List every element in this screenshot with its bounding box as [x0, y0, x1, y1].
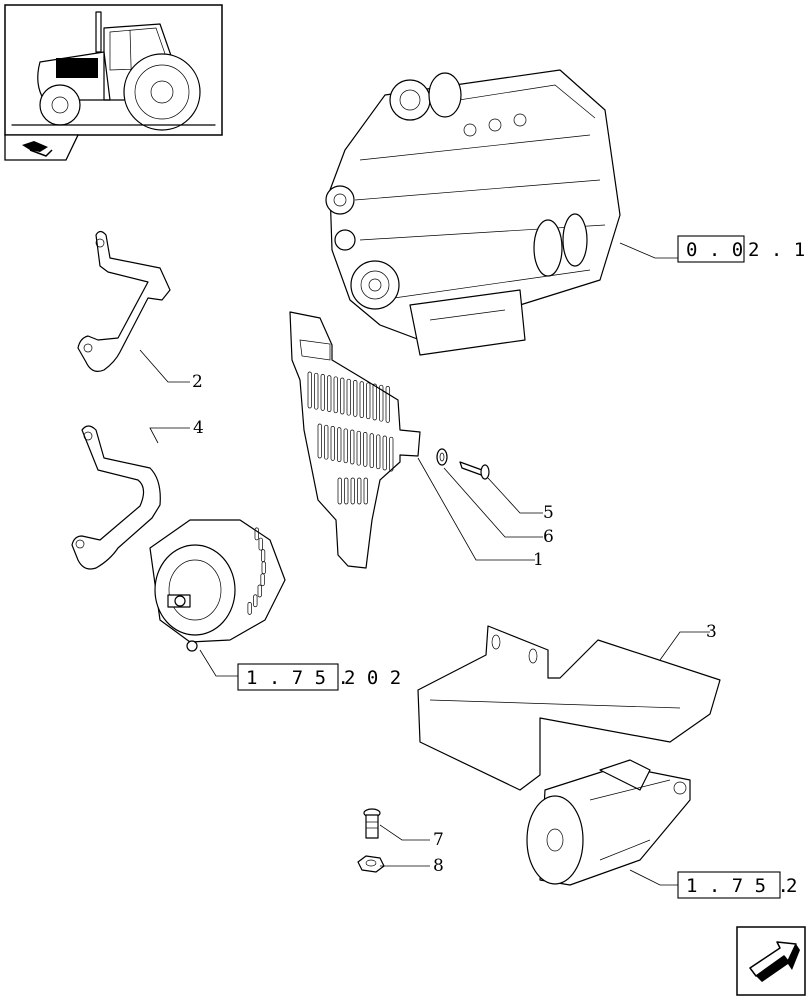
- ref-alternator-boxed: 1 . 7 5 .: [246, 667, 349, 689]
- callout-1: 1: [533, 550, 544, 570]
- vent-slot: [340, 377, 345, 415]
- ref-starter-suffix: 2: [786, 875, 797, 897]
- bracket-part-4: [71, 425, 161, 570]
- vent-slot: [359, 381, 364, 418]
- vent-slot: [317, 423, 322, 459]
- alternator: [149, 519, 286, 652]
- bolt-part-7: [363, 808, 381, 839]
- vent-slot: [337, 427, 342, 462]
- vent-slot: [320, 374, 325, 411]
- vent-slot: [346, 378, 351, 416]
- tractor-thumbnail-icon[interactable]: [4, 4, 223, 136]
- callout-8: 8: [433, 856, 444, 876]
- vent-slot: [257, 584, 262, 598]
- ref-engine[interactable]: 0 . 0 2 . 1: [677, 235, 805, 263]
- vent-slot: [337, 477, 342, 505]
- vent-slot: [366, 382, 371, 420]
- starter-motor: [526, 759, 691, 886]
- vent-slot: [307, 371, 312, 409]
- engine-assembly: [325, 69, 621, 356]
- vent-slot: [376, 434, 381, 470]
- vent-slot: [258, 537, 263, 551]
- nut-part-8: [357, 855, 385, 873]
- next-page-arrow-icon[interactable]: [736, 926, 806, 996]
- vent-slot: [363, 432, 368, 467]
- ref-alternator-suffix: 2 0 2: [344, 667, 401, 689]
- vent-slot: [260, 573, 265, 587]
- vent-slot: [333, 376, 338, 414]
- shield-plate-part-1: [289, 311, 421, 569]
- vent-slot: [372, 383, 377, 421]
- bracket-part-2: [77, 230, 171, 372]
- ref-engine-suffix: 2 . 1: [748, 239, 805, 261]
- ref-starter[interactable]: 1 . 7 5 . 2: [677, 871, 797, 899]
- vent-slot: [363, 477, 368, 505]
- vent-slot: [350, 477, 355, 505]
- vent-slot: [254, 527, 259, 541]
- heat-shield-part-3: [417, 625, 721, 791]
- washer-part-6: [436, 448, 448, 466]
- vent-slot: [330, 426, 335, 461]
- vent-slot: [389, 436, 394, 472]
- callout-4: 4: [193, 418, 204, 438]
- callout-7: 7: [433, 830, 444, 850]
- ref-alternator[interactable]: 1 . 7 5 . 2 0 2: [237, 663, 401, 691]
- vent-slot: [247, 602, 252, 615]
- vent-slot: [356, 430, 361, 466]
- callout-6: 6: [543, 527, 554, 547]
- callout-2: 2: [192, 372, 203, 392]
- vent-slot: [344, 477, 349, 505]
- ref-starter-boxed: 1 . 7 5 .: [686, 875, 789, 897]
- vent-slot: [385, 386, 390, 423]
- leader-lines: [139, 242, 710, 886]
- vent-slot: [324, 424, 329, 460]
- vent-slot: [379, 384, 384, 422]
- vent-slot: [369, 433, 374, 468]
- vent-slot: [353, 380, 358, 417]
- vent-slot: [357, 477, 362, 505]
- vent-slot: [350, 429, 355, 465]
- callout-5: 5: [543, 503, 554, 523]
- callout-labels: 1 2 3 4 5 6 7 8: [192, 372, 717, 876]
- vent-slot: [327, 375, 332, 412]
- callout-3: 3: [706, 622, 717, 642]
- vent-slot: [314, 372, 319, 410]
- ref-engine-boxed: 0 . 0: [686, 239, 743, 261]
- bolt-part-5: [459, 461, 490, 480]
- vent-slot: [382, 435, 387, 471]
- section-folder-icon[interactable]: [4, 134, 80, 161]
- vent-slot: [343, 428, 348, 464]
- vent-slot: [253, 594, 258, 608]
